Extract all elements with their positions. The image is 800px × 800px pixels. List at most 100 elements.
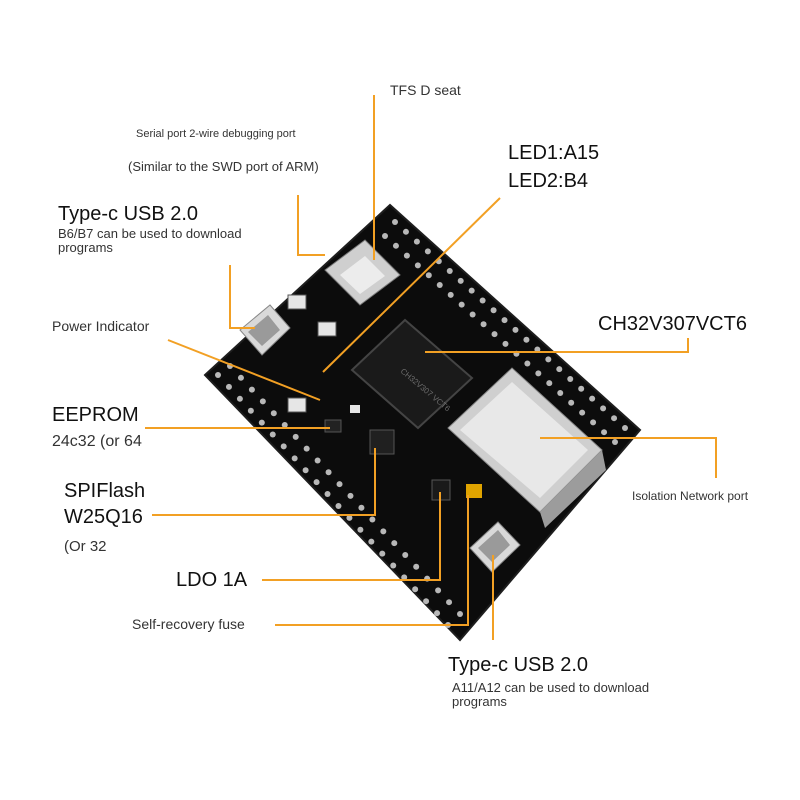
leader-fuse xyxy=(275,495,469,626)
usb-bottom-desc-line1: A11/A12 can be used to download xyxy=(452,680,650,695)
header-pin xyxy=(414,262,421,269)
mcu-chip: CH32V307 VCT6 xyxy=(350,318,474,430)
usb-top-title: Type-c USB 2.0 xyxy=(58,203,199,225)
header-pin xyxy=(402,228,409,235)
header-pin xyxy=(225,383,232,390)
header-pin xyxy=(258,419,265,426)
header-pin xyxy=(458,301,465,308)
header-pin xyxy=(469,311,476,318)
header-pin xyxy=(302,467,309,474)
header-pin xyxy=(247,407,254,414)
header-pin xyxy=(447,291,454,298)
ethernet-jack xyxy=(447,367,606,528)
usb-typec-top-connector xyxy=(239,304,291,356)
header-pin xyxy=(269,431,276,438)
header-pin xyxy=(335,502,342,509)
usb-top-desc-line2: programs xyxy=(58,240,113,255)
header-pin xyxy=(590,419,597,426)
header-pin xyxy=(535,370,542,377)
led2-label: LED2:B4 xyxy=(508,170,589,192)
chip-model-label: CH32V307VCT6 xyxy=(598,313,747,335)
header-pin xyxy=(379,550,386,557)
header-pin xyxy=(391,540,398,547)
spiflash-label: SPIFlash xyxy=(64,480,146,502)
leader-isolation xyxy=(540,437,717,478)
header-pin xyxy=(325,469,332,476)
header-pin xyxy=(403,252,410,259)
header-pin xyxy=(556,366,563,373)
eeprom-label: EEPROM xyxy=(52,404,139,426)
header-pin xyxy=(236,395,243,402)
button-left xyxy=(287,397,307,413)
header-pin xyxy=(491,331,498,338)
header-pin xyxy=(423,598,430,605)
header-pin xyxy=(512,326,519,333)
header-pin xyxy=(380,528,387,535)
header-pin xyxy=(501,317,508,324)
header-pin xyxy=(313,479,320,486)
leader-lines xyxy=(145,95,717,640)
header-pin xyxy=(436,282,443,289)
leader-power xyxy=(167,339,321,401)
header-pin xyxy=(346,514,353,521)
header-pin xyxy=(524,360,531,367)
header-pin xyxy=(413,238,420,245)
led1-label: LED1:A15 xyxy=(508,142,600,164)
header-pin xyxy=(281,422,288,429)
header-pin xyxy=(457,611,463,617)
header-pin xyxy=(248,386,255,393)
header-pin xyxy=(292,433,299,440)
header-pin xyxy=(357,526,364,533)
header-pin xyxy=(557,389,564,396)
header-pin xyxy=(567,375,574,382)
header-pin xyxy=(545,356,552,363)
header-pin xyxy=(215,372,221,378)
header-pin xyxy=(424,248,431,255)
fuse-label: Self-recovery fuse xyxy=(132,616,245,632)
eeprom-chip xyxy=(324,419,342,433)
usb-bottom-title: Type-c USB 2.0 xyxy=(448,654,589,676)
header-pin xyxy=(446,268,453,275)
header-pin xyxy=(579,409,586,416)
header-pin xyxy=(368,538,375,545)
header-pin xyxy=(280,443,287,450)
power-indicator-label: Power Indicator xyxy=(52,318,150,334)
usb-top-desc-line1: B6/B7 can be used to download xyxy=(58,226,242,241)
header-pin xyxy=(392,219,398,225)
header-pin xyxy=(401,574,408,581)
leader-serial xyxy=(297,195,325,256)
header-pin xyxy=(523,336,530,343)
header-pin xyxy=(612,439,618,445)
header-pin xyxy=(382,233,388,239)
serial-port-title: Serial port 2-wire debugging port xyxy=(136,128,296,140)
header-pin xyxy=(434,610,441,617)
header-pin xyxy=(237,374,244,381)
header-pin xyxy=(392,242,399,249)
eeprom-sub-label: 24c32 (or 64 xyxy=(52,433,142,450)
header-pin xyxy=(480,321,487,328)
header-pin xyxy=(291,455,298,462)
leader-ldo xyxy=(262,492,441,581)
header-pin xyxy=(324,491,331,498)
header-pin xyxy=(412,586,419,593)
leader-usb-top xyxy=(229,265,255,329)
ldo-label: LDO 1A xyxy=(176,569,248,591)
header-pin xyxy=(589,395,596,402)
header-pin xyxy=(446,599,453,606)
leader-spiflash xyxy=(152,448,376,516)
header-pin xyxy=(601,429,608,436)
header-pin xyxy=(600,405,607,412)
header-pin xyxy=(336,481,343,488)
header-pin xyxy=(568,399,575,406)
header-pin xyxy=(578,385,585,392)
header-pin xyxy=(435,587,442,594)
leader-led xyxy=(322,197,501,373)
header-pin xyxy=(314,457,321,464)
usb-typec-bottom-connector xyxy=(469,521,521,573)
header-pins xyxy=(215,219,628,628)
header-pin xyxy=(303,445,310,452)
header-pin xyxy=(402,551,409,558)
header-pin xyxy=(369,516,376,523)
